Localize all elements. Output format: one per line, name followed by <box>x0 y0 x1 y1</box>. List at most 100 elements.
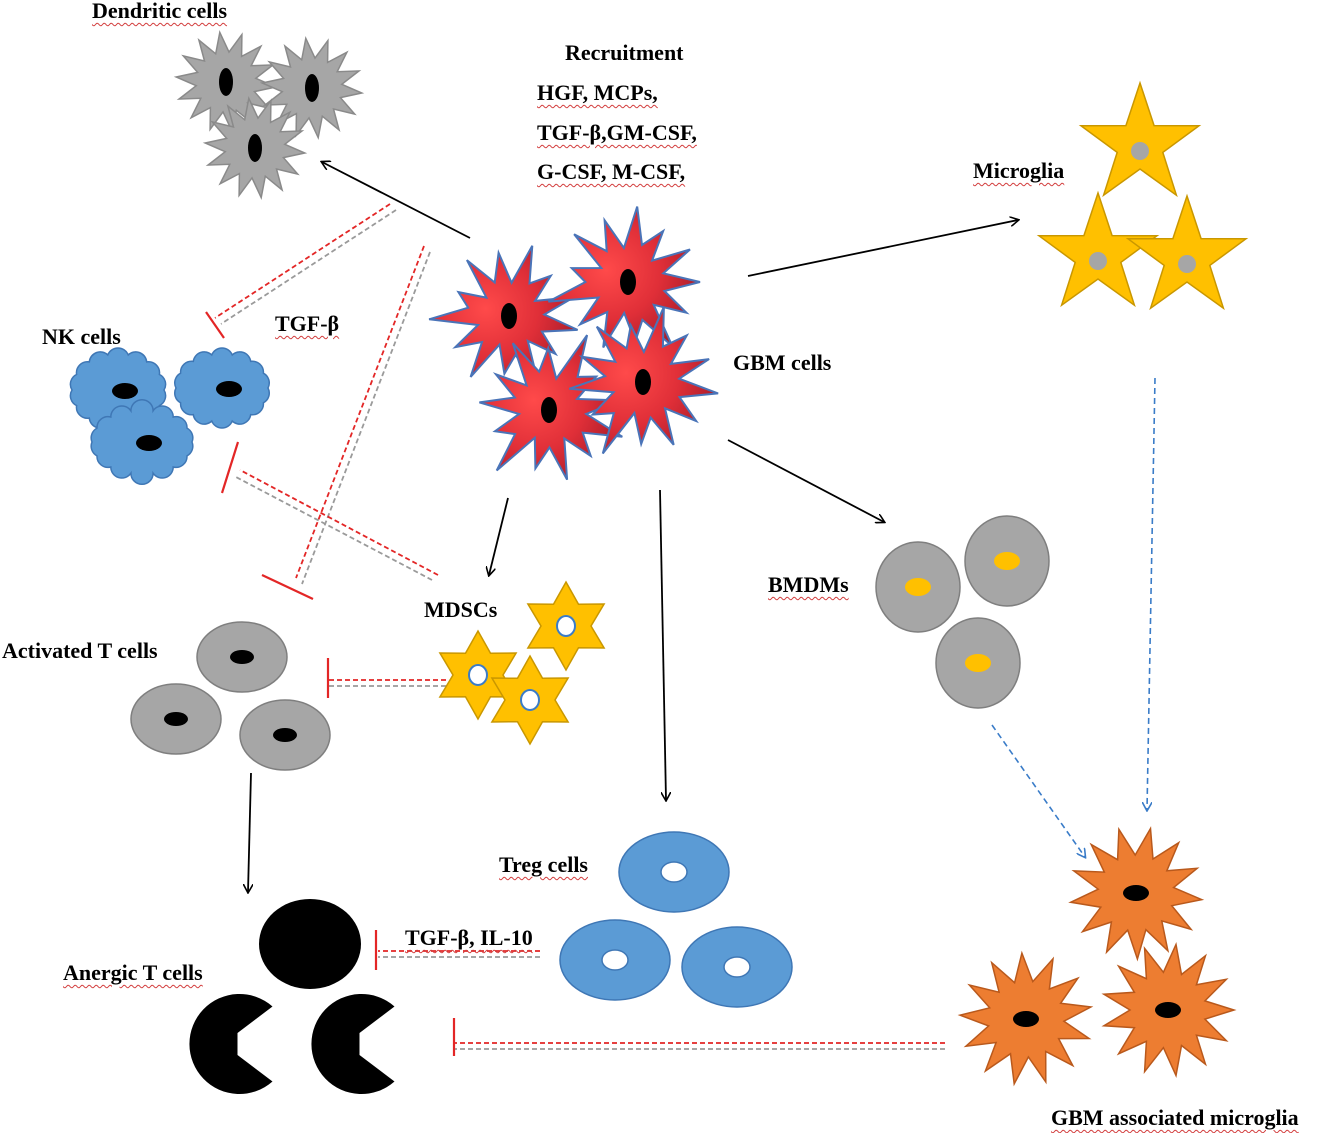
gbm-cell <box>479 334 623 481</box>
arrow-gbm-to-dendritic <box>322 162 471 239</box>
microglia-nucleus <box>1131 142 1149 160</box>
dendritic-cell-nucleus <box>305 74 319 102</box>
mdscs-label: MDSCs <box>424 597 498 622</box>
inhibit-mdsc-to-nk <box>220 441 439 581</box>
treg-cells-label: Treg cells <box>499 852 588 877</box>
mdsc-nucleus <box>520 689 540 711</box>
gam-nucleus <box>1013 1011 1039 1027</box>
gam-cell <box>1068 826 1205 962</box>
microglia-label: Microglia <box>973 158 1065 183</box>
gbm-cell-nucleus <box>501 303 517 329</box>
anergic-t-cell-solid <box>259 899 361 989</box>
nk-cell-nucleus <box>136 435 162 451</box>
treg-nucleus <box>660 861 688 883</box>
microglia-cell <box>1078 80 1202 198</box>
gbm-associated-microglia-group <box>957 826 1237 1087</box>
arrow-bmdms-to-gam <box>991 724 1085 857</box>
gbm-cell-nucleus <box>635 369 651 395</box>
treg-cell <box>681 926 793 1008</box>
microglia-nucleus <box>1089 252 1107 270</box>
anergic-t-cell-c-shape <box>311 993 395 1094</box>
mdscs-group <box>438 580 606 746</box>
dendritic-cells-label: Dendritic cells <box>92 0 228 23</box>
bmdms-group <box>875 515 1050 709</box>
arrow-gbm-to-mdscs <box>489 497 509 575</box>
arrow-microglia-to-gam <box>1147 377 1156 810</box>
treg-cell <box>618 831 730 913</box>
gbm-cell <box>428 245 579 387</box>
microglia-nucleus <box>1178 255 1196 273</box>
arrow-activated-to-anergic <box>248 772 251 892</box>
microglia-body <box>1036 190 1160 308</box>
gam-cell <box>1101 942 1237 1078</box>
microglia-body <box>1125 193 1249 311</box>
dendritic-cell <box>173 29 279 135</box>
dendritic-cells-group <box>173 29 365 201</box>
recruitment-factors-line3: G-CSF, M-CSF, <box>537 159 686 184</box>
activated-t-cell <box>196 621 288 693</box>
dendritic-cell <box>259 35 365 141</box>
treg-nucleus <box>723 956 751 978</box>
nk-cell-nucleus <box>216 381 242 397</box>
inhibit-gam-to-anergic <box>452 1018 945 1056</box>
gbm-cells-label: GBM cells <box>733 350 832 375</box>
mdsc-nucleus <box>556 615 576 637</box>
activated-t-cells-group <box>130 621 331 771</box>
bmdm-nucleus <box>965 654 991 672</box>
bmdms-label: BMDMs <box>768 572 849 597</box>
arrow-gbm-to-treg <box>659 489 666 800</box>
bmdm-nucleus <box>905 578 931 596</box>
recruitment-factors-line2: TGF-β,GM-CSF, <box>537 120 697 145</box>
recruitment-factors-line1: HGF, MCPs, <box>537 80 658 105</box>
inhibit-mdsc-to-activated-t <box>326 658 446 698</box>
mdsc-nucleus <box>468 664 488 686</box>
mdsc-cell <box>526 580 606 672</box>
nk-cell <box>90 399 194 485</box>
microglia-body <box>1078 80 1202 198</box>
gbm-cell-nucleus <box>620 269 636 295</box>
nk-cells-label: NK cells <box>42 324 121 349</box>
activated-t-cell-nucleus <box>230 650 254 664</box>
microglia-cell <box>1036 190 1160 308</box>
gbm-cells-group <box>428 206 719 481</box>
dendritic-cell <box>202 95 308 201</box>
gam-nucleus <box>1123 885 1149 901</box>
treg-nucleus <box>601 949 629 971</box>
gbm-associated-microglia-label: GBM associated microglia <box>1051 1105 1299 1130</box>
inhibit-treg-to-anergic <box>374 930 540 970</box>
differentiation-arrows <box>991 377 1156 857</box>
mdsc-cell <box>490 654 570 746</box>
activated-t-cell <box>239 699 331 771</box>
dendritic-cell-nucleus <box>248 134 262 162</box>
bmdm-cell <box>964 515 1050 607</box>
treg-cell <box>559 919 671 1001</box>
arrow-gbm-to-bmdms <box>727 439 884 522</box>
anergic-t-cell-c-shape <box>189 993 273 1094</box>
activated-t-cell <box>130 683 222 755</box>
activated-t-cells-label: Activated T cells <box>2 638 158 663</box>
gbm-cell-nucleus <box>541 397 557 423</box>
gam-nucleus <box>1155 1002 1181 1018</box>
nk-cell <box>174 347 270 429</box>
inhibit-gbm-to-activated-t <box>261 245 431 600</box>
tgf-beta-label: TGF-β <box>275 311 340 336</box>
activated-t-cell-nucleus <box>164 712 188 726</box>
nk-cells-group <box>69 347 270 485</box>
inhibit-gbm-to-nk <box>205 203 397 339</box>
activated-t-cell-nucleus <box>273 728 297 742</box>
gam-cell <box>957 950 1094 1087</box>
arrow-gbm-to-microglia <box>747 220 1018 277</box>
bmdm-cell <box>875 541 961 633</box>
treg-cells-group <box>559 831 793 1008</box>
mdsc-cell <box>438 629 518 721</box>
gbm-cell <box>568 306 719 455</box>
bmdm-nucleus <box>994 552 1020 570</box>
microglia-group <box>1036 80 1249 311</box>
bmdm-cell <box>935 617 1021 709</box>
activation-arrows <box>248 162 1018 892</box>
anergic-t-cells-label: Anergic T cells <box>63 960 203 985</box>
microglia-cell <box>1125 193 1249 311</box>
inhibition-lines <box>205 203 945 1056</box>
dendritic-cell-nucleus <box>219 68 233 96</box>
